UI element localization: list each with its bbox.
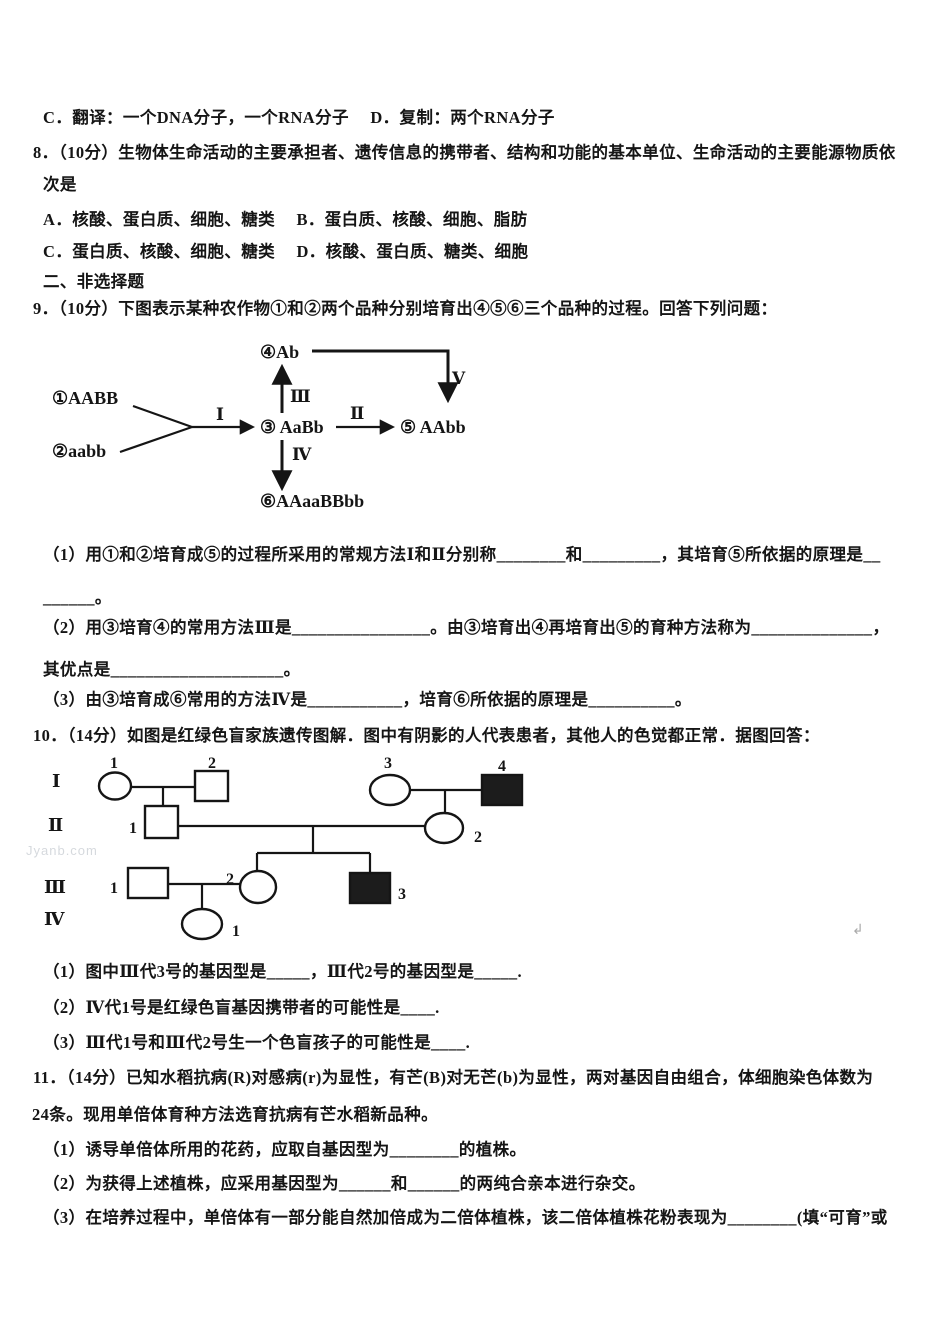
- breeding-step-label-4: Ⅳ: [292, 445, 312, 464]
- generation-label-3: Ⅲ: [44, 877, 66, 897]
- text-line-q11-stem-cont: 24条。现用单倍体育种方法选育抗病有芒水稻新品种。: [32, 1105, 438, 1124]
- member-label-ii1: 1: [129, 820, 137, 837]
- member-label-i3: 3: [384, 755, 392, 772]
- text-line-q11-3: （3）在培养过程中，单倍体有一部分能自然加倍成为二倍体植株，该二倍体植株花粉表现…: [43, 1208, 888, 1227]
- breeding-step-label-5: Ⅴ: [451, 369, 466, 388]
- generation-label-2: Ⅱ: [48, 815, 63, 835]
- text-line-q10-3: （3）Ⅲ代1号和Ⅲ代2号生一个色盲孩子的可能性是____.: [43, 1033, 471, 1052]
- generation-label-1: Ⅰ: [52, 771, 60, 791]
- line-parent1-junction: [132, 404, 193, 429]
- pedigree-female-iv1: [180, 907, 224, 941]
- breeding-process-diagram: ①AABB ②aabb ③ AaBb ④Ab ⑤ AAbb ⑥AAaaBBbb …: [52, 342, 466, 511]
- section-heading: 二、非选择题: [43, 272, 145, 291]
- breeding-step-label-2: Ⅱ: [350, 404, 364, 423]
- text-line-q9-2-cont: 其优点是____________________。: [43, 660, 301, 679]
- pedigree-female-ii2: [423, 811, 465, 845]
- member-label-i4: 4: [498, 758, 506, 775]
- watermark-text: Jyanb.com: [26, 843, 98, 858]
- text-line-q9-stem: 9．（10分）下图表示某种农作物①和②两个品种分别培育出④⑤⑥三个品种的过程。回…: [33, 299, 778, 318]
- member-label-iii2: 2: [226, 871, 234, 888]
- breeding-node-2: ②aabb: [52, 441, 106, 461]
- member-label-i1: 1: [110, 755, 118, 772]
- pedigree-male-ii1: [143, 804, 180, 840]
- text-line-q9-1: （1）用①和②培育成⑤的过程所采用的常规方法Ⅰ和Ⅱ分别称________和___…: [43, 545, 881, 564]
- breeding-node-3: ③ AaBb: [260, 417, 324, 437]
- pedigree-chart: Ⅰ Ⅱ Ⅲ Ⅳ 1 2 3 4 1 2 1 2 3 1: [44, 755, 524, 941]
- text-line-q8-options-ab: A．核酸、蛋白质、细胞、糖类 B．蛋白质、核酸、细胞、脂肪: [43, 210, 528, 229]
- text-line-q8-options-cd: C．蛋白质、核酸、细胞、糖类 D．核酸、蛋白质、糖类、细胞: [43, 242, 529, 261]
- text-line-q9-1-cont: ______。: [43, 588, 112, 607]
- text-line-q11-2: （2）为获得上述植株，应采用基因型为______和______的两纯合亲本进行杂…: [43, 1174, 646, 1193]
- text-line-q11-stem: 11．（14分）已知水稻抗病(R)对感病(r)为显性，有芒(B)对无芒(b)为显…: [33, 1068, 874, 1087]
- pedigree-male-iii1: [126, 866, 170, 900]
- breeding-node-5: ⑤ AAbb: [400, 417, 466, 437]
- pedigree-male-affected-i4: [480, 773, 524, 807]
- generation-label-4: Ⅳ: [44, 909, 65, 929]
- pedigree-male-affected-iii3: [348, 871, 392, 905]
- text-line-q7-options-cd: C．翻译：一个DNA分子，一个RNA分子 D．复制：两个RNA分子: [43, 108, 555, 127]
- member-label-i2: 2: [208, 755, 216, 772]
- pedigree-female-i3: [368, 773, 412, 807]
- member-label-iii1: 1: [110, 880, 118, 897]
- text-line-q9-3: （3）由③培育成⑥常用的方法Ⅳ是___________，培育⑥所依据的原理是__…: [43, 690, 692, 709]
- pedigree-female-i1: [97, 771, 133, 801]
- text-line-q9-2: （2）用③培育④的常用方法Ⅲ是________________。由③培育出④再培…: [43, 618, 890, 637]
- text-line-q11-1: （1）诱导单倍体所用的花药，应取自基因型为________的植株。: [43, 1140, 527, 1159]
- member-label-ii2: 2: [474, 829, 482, 846]
- breeding-node-1: ①AABB: [52, 388, 118, 408]
- member-label-iii3: 3: [398, 886, 406, 903]
- text-line-q8-stem: 8．（10分）生物体生命活动的主要承担者、遗传信息的携带者、结构和功能的基本单位…: [33, 143, 896, 162]
- member-label-iv1: 1: [232, 923, 240, 940]
- text-line-q10-stem: 10．（14分）如图是红绿色盲家族遗传图解．图中有阴影的人代表患者，其他人的色觉…: [33, 726, 820, 745]
- breeding-step-label-3: Ⅲ: [290, 387, 311, 406]
- breeding-node-6: ⑥AAaaBBbb: [260, 491, 364, 511]
- pedigree-female-iii2: [238, 869, 278, 905]
- breeding-step-label-1: Ⅰ: [216, 405, 224, 424]
- text-line-q8-stem-cont: 次是: [43, 175, 77, 194]
- text-line-q10-1: （1）图中Ⅲ代3号的基因型是_____，Ⅲ代2号的基因型是_____.: [43, 962, 523, 981]
- arrow-step-5: [312, 349, 459, 404]
- line-parent2-junction: [119, 425, 193, 454]
- text-line-q10-2: （2）Ⅳ代1号是红绿色盲基因携带者的可能性是____.: [43, 998, 440, 1017]
- paragraph-return-mark: ↲: [852, 922, 864, 938]
- pedigree-male-i2: [193, 769, 230, 803]
- breeding-node-4: ④Ab: [260, 342, 299, 362]
